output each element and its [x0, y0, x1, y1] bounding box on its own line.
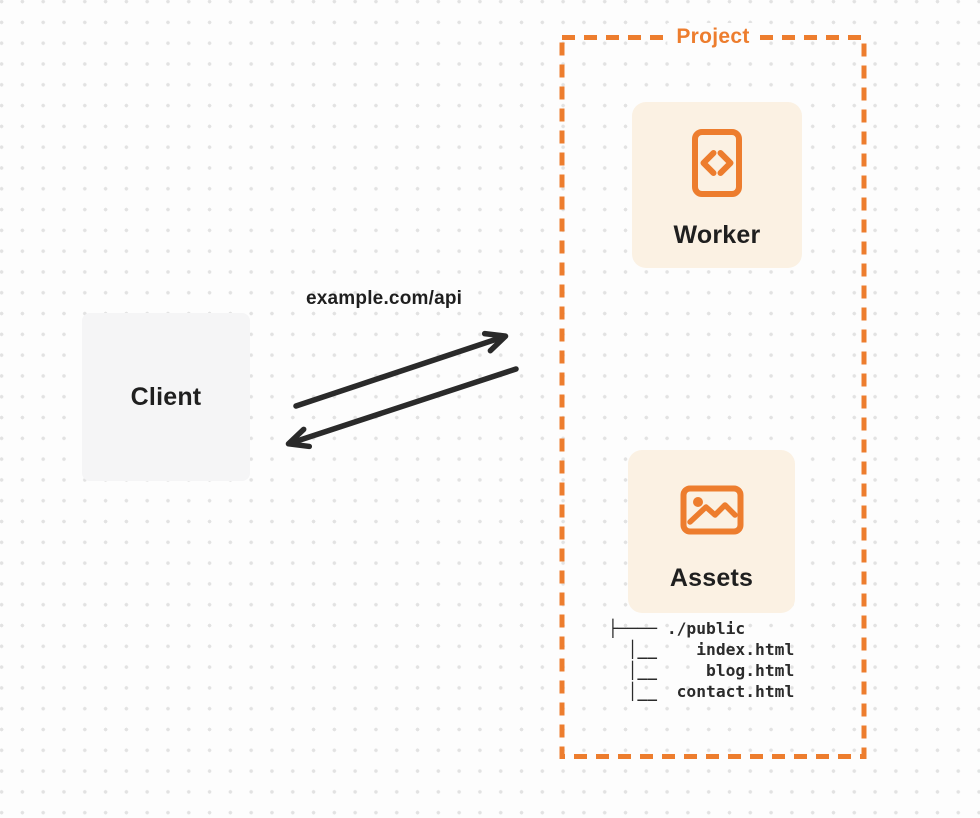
image-icon: [680, 485, 743, 535]
client-node: Client: [82, 313, 250, 481]
response-arrow: [285, 366, 519, 450]
client-label: Client: [130, 383, 202, 411]
project-dashed-border: [559, 35, 867, 759]
worker-node: Worker: [632, 102, 802, 268]
code-file-icon: [692, 129, 742, 197]
project-label: Project: [667, 23, 759, 51]
assets-node: Assets: [628, 450, 795, 613]
file-tree: ├──── ./public │__ index.html │__ blog.h…: [608, 619, 795, 701]
assets-label: Assets: [669, 564, 754, 592]
request-arrow: [293, 330, 509, 409]
route-label: example.com/api: [306, 288, 463, 309]
worker-label: Worker: [673, 221, 761, 249]
